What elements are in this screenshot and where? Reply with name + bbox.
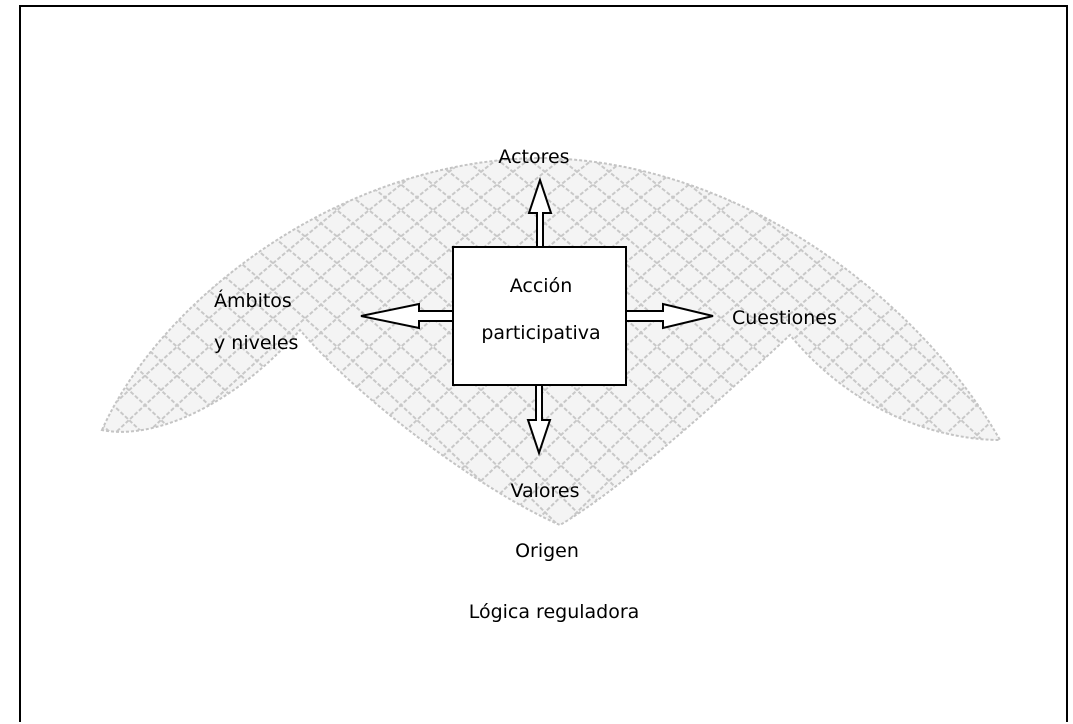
footer-label: Lógica reguladora [469,601,640,623]
mesh-line [102,158,158,525]
mesh-line [676,158,1000,525]
top-label: Actores [498,146,569,168]
mesh-line [0,150,93,540]
mesh-line [132,158,574,525]
center-label-line2: participativa [481,322,600,344]
bottom-label: Valores [510,480,579,502]
mesh-line [964,158,1000,525]
left-label-line1: Ámbitos [214,289,292,312]
mesh-line [1061,150,1073,540]
mesh-line [996,158,1000,525]
mesh-line [1061,150,1073,540]
mesh-line [102,158,158,525]
mesh-line [164,158,606,525]
right-label: Cuestiones [732,307,837,329]
mesh-line [196,158,638,525]
mesh-line [1029,150,1073,540]
mesh-line [964,158,1000,525]
mesh-line [0,150,93,540]
mesh-line [102,158,542,525]
mesh-line [0,150,61,540]
figure-frame [19,5,1068,722]
arrow-left-icon [360,302,454,330]
arrow-up-icon [527,176,553,248]
mesh-line [932,158,1000,525]
arrow-down-icon [526,384,552,457]
mesh-line [102,158,126,525]
mesh-line [0,150,29,540]
center-label-line1: Acción [510,275,573,297]
mesh-line [644,158,1000,525]
center-box [452,246,627,386]
mesh-line [0,150,29,540]
mesh-line [0,150,61,540]
left-label-line2: y niveles [214,332,298,354]
mesh-line [932,158,1000,525]
origin-label: Origen [515,540,579,562]
mesh-line [996,158,1000,525]
mesh-line [102,158,126,525]
mesh-line [228,158,670,525]
mesh-line [1029,150,1073,540]
arrow-right-icon [625,302,714,330]
